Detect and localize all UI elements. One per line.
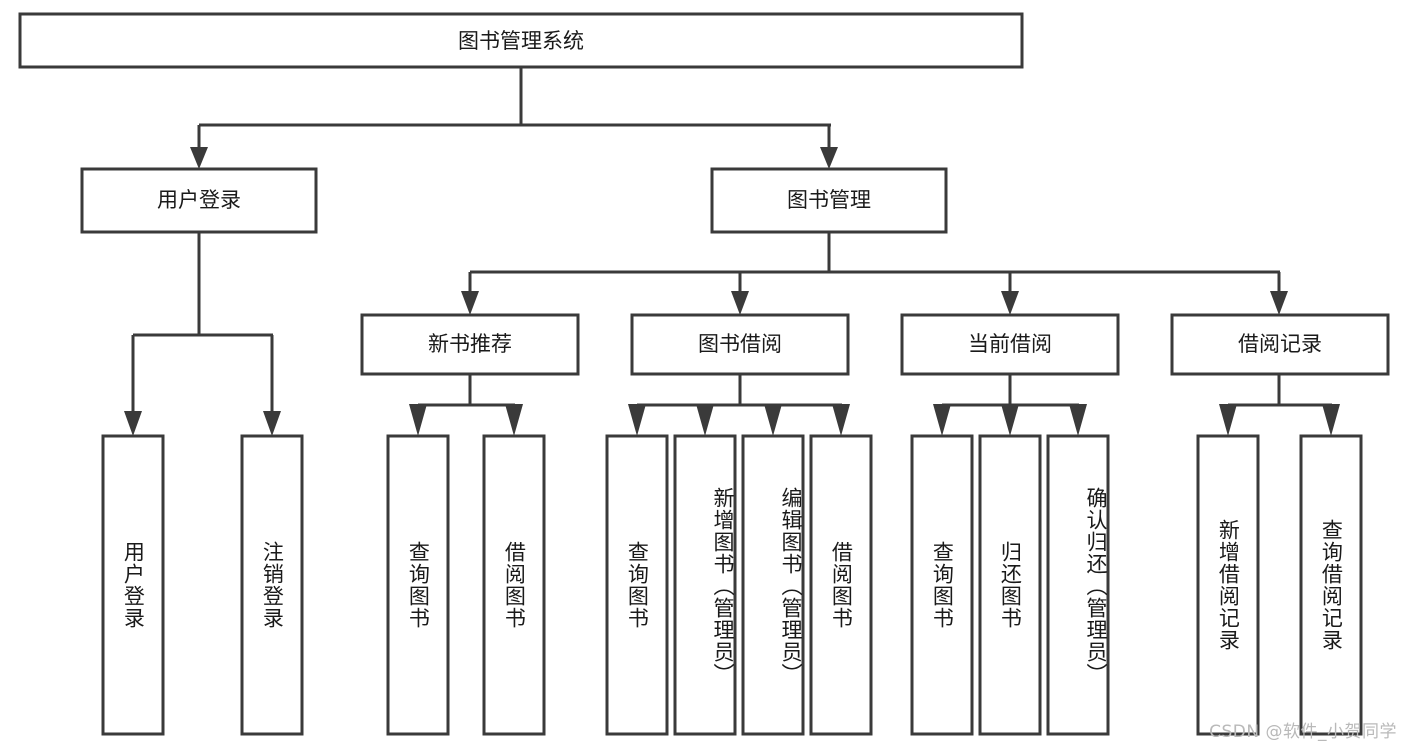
node-user-login-box[interactable] <box>80 167 318 234</box>
leaf-box-bb-add-book[interactable] <box>673 434 737 736</box>
arrow-head-bb-leaf4 <box>832 404 850 436</box>
leaf-box-br-add-record[interactable] <box>1196 434 1260 736</box>
node-book-borrow-box[interactable] <box>630 313 850 376</box>
arrow-head-nb-leaf2 <box>505 404 523 436</box>
node-borrow-record-box[interactable] <box>1170 313 1390 376</box>
leaf-box-nb-query-book[interactable] <box>386 434 450 736</box>
node-root-label: 图书管理系统 <box>458 29 584 53</box>
leaf-boxes-book-borrow <box>605 434 873 736</box>
leaf-box-cb-query-book[interactable] <box>910 434 974 736</box>
node-current-borrow[interactable]: 当前借阅 <box>900 313 1120 376</box>
connector-group-borrow-record-to-leaves <box>1219 374 1340 436</box>
leaf-box-bb-query-book[interactable] <box>605 434 669 736</box>
node-root[interactable]: 图书管理系统 <box>18 12 1024 69</box>
connector-group-current-borrow-to-leaves <box>933 374 1087 436</box>
arrow-head-bb-leaf3 <box>764 404 782 436</box>
arrow-head-book-mgmt <box>820 147 838 169</box>
arrow-head-br-leaf2 <box>1322 404 1340 436</box>
node-new-book-recommend[interactable]: 新书推荐 <box>360 313 580 376</box>
node-book-borrow-label: 图书借阅 <box>698 332 782 356</box>
arrow-head-user-login <box>190 147 208 169</box>
leaf-box-bb-edit-book[interactable] <box>741 434 805 736</box>
arrow-head-leaf-user-login <box>124 411 142 436</box>
arrow-head-book-borrow <box>731 291 749 315</box>
node-new-book-recommend-box[interactable] <box>360 313 580 376</box>
leaf-box-cb-return-book[interactable] <box>978 434 1042 736</box>
connector-group-book-borrow-to-leaves <box>628 374 850 436</box>
arrow-head-nb-leaf1 <box>409 404 427 436</box>
leaf-boxes-borrow-record <box>1196 434 1363 736</box>
node-current-borrow-box[interactable] <box>900 313 1120 376</box>
node-book-management[interactable]: 图书管理 <box>710 167 948 234</box>
node-borrow-record[interactable]: 借阅记录 <box>1170 313 1390 376</box>
leaf-boxes-user-login <box>101 434 304 736</box>
leaf-box-logout[interactable] <box>240 434 304 736</box>
leaf-boxes-new-book-recommend <box>386 434 546 736</box>
leaf-box-bb-borrow-book[interactable] <box>809 434 873 736</box>
arrow-head-cb-leaf1 <box>933 404 951 436</box>
csdn-watermark: CSDN @软件_小贺同学 <box>1209 722 1397 742</box>
arrow-head-cb-leaf3 <box>1069 404 1087 436</box>
leaf-box-nb-borrow-book[interactable] <box>482 434 546 736</box>
node-book-management-label: 图书管理 <box>787 188 871 212</box>
leaf-box-cb-confirm-return[interactable] <box>1046 434 1110 736</box>
arrow-head-leaf-logout <box>263 411 281 436</box>
connector-group-root-to-level1 <box>190 67 838 169</box>
arrow-head-br-leaf1 <box>1219 404 1237 436</box>
leaf-box-user-login[interactable] <box>101 434 165 736</box>
arrow-head-cb-leaf2 <box>1001 404 1019 436</box>
node-borrow-record-label: 借阅记录 <box>1238 332 1322 356</box>
leaf-boxes-current-borrow <box>910 434 1110 736</box>
arrow-head-bb-leaf1 <box>628 404 646 436</box>
arrow-head-new-book <box>461 291 479 315</box>
node-book-management-box[interactable] <box>710 167 948 234</box>
node-new-book-recommend-label: 新书推荐 <box>428 332 512 356</box>
node-user-login[interactable]: 用户登录 <box>80 167 318 234</box>
node-root-box[interactable] <box>18 12 1024 69</box>
node-user-login-label: 用户登录 <box>157 188 241 212</box>
arrow-head-current-borrow <box>1001 291 1019 315</box>
arrow-head-borrow-record <box>1270 291 1288 315</box>
connector-group-user-login-to-leaves <box>124 232 281 436</box>
leaf-box-br-query-record[interactable] <box>1299 434 1363 736</box>
arrow-head-bb-leaf2 <box>696 404 714 436</box>
node-book-borrow[interactable]: 图书借阅 <box>630 313 850 376</box>
connector-group-book-mgmt-to-level2 <box>461 232 1288 315</box>
connector-group-new-book-to-leaves <box>409 374 523 436</box>
node-current-borrow-label: 当前借阅 <box>968 332 1052 356</box>
